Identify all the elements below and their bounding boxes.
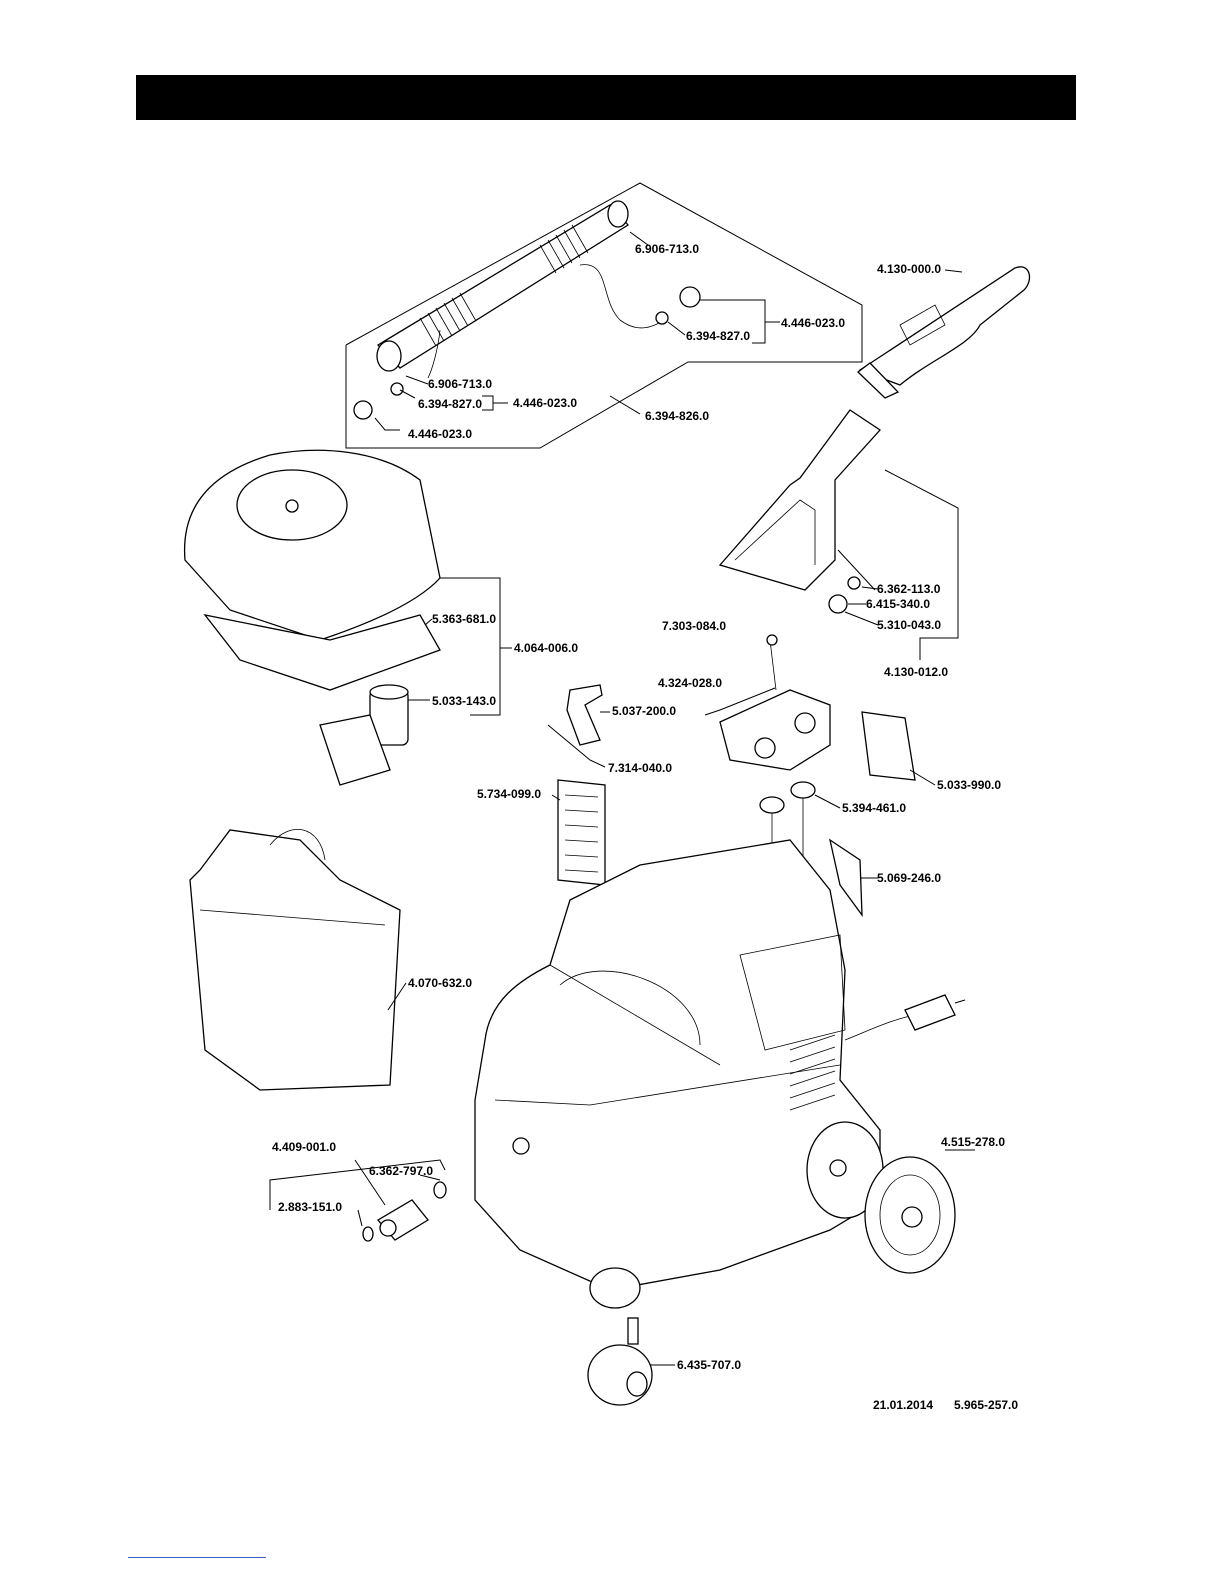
part-label-5-033-990-0: 5.033-990.0 <box>937 778 1001 792</box>
part-label-4-130-012-0: 4.130-012.0 <box>884 665 948 679</box>
hose-connector <box>269 1159 447 1242</box>
part-label-5-069-246-0: 5.069-246.0 <box>877 871 941 885</box>
wheels <box>587 1121 975 1406</box>
part-label-5-310-043-0: 5.310-043.0 <box>877 618 941 632</box>
part-label-5-037-200-0: 5.037-200.0 <box>612 704 676 718</box>
hose-assembly-group <box>345 182 863 449</box>
footer-date: 21.01.2014 <box>873 1398 933 1412</box>
footer-doc-number: 5.965-257.0 <box>954 1398 1018 1412</box>
part-label-6-435-707-0: 6.435-707.0 <box>677 1358 741 1372</box>
part-label-7-314-040-0: 7.314-040.0 <box>608 761 672 775</box>
machine-cover <box>183 449 512 786</box>
part-label-6-906-713-0-top: 6.906-713.0 <box>635 242 699 256</box>
part-label-6-394-827-0-lower: 6.394-827.0 <box>418 397 482 411</box>
spray-handle <box>856 266 1031 399</box>
footer-rule <box>128 1557 266 1558</box>
machine-body <box>474 839 966 1291</box>
part-label-6-415-340-0: 6.415-340.0 <box>866 597 930 611</box>
part-label-4-130-000-0: 4.130-000.0 <box>877 262 941 276</box>
part-label-6-362-797-0: 6.362-797.0 <box>369 1164 433 1178</box>
part-label-6-394-827-0-top: 6.394-827.0 <box>686 329 750 343</box>
part-label-4-515-278-0: 4.515-278.0 <box>941 1135 1005 1149</box>
part-labels: 6.906-713.0 4.130-000.0 4.446-023.0 6.39… <box>272 242 1005 1372</box>
part-label-4-064-006-0: 4.064-006.0 <box>514 641 578 655</box>
part-label-4-070-632-0: 4.070-632.0 <box>408 976 472 990</box>
small-parts-middle <box>547 634 916 985</box>
part-label-6-906-713-0-lower: 6.906-713.0 <box>428 377 492 391</box>
part-label-4-446-023-0-top: 4.446-023.0 <box>781 316 845 330</box>
header-bar <box>136 75 1076 120</box>
part-label-7-303-084-0: 7.303-084.0 <box>662 619 726 633</box>
part-label-5-394-461-0: 5.394-461.0 <box>842 801 906 815</box>
part-label-6-362-113-0: 6.362-113.0 <box>877 582 941 596</box>
part-label-2-883-151-0: 2.883-151.0 <box>278 1200 342 1214</box>
leader-lines <box>354 231 963 1227</box>
part-label-6-394-826-0: 6.394-826.0 <box>645 409 709 423</box>
part-label-5-363-681-0: 5.363-681.0 <box>432 612 496 626</box>
part-label-4-409-001-0: 4.409-001.0 <box>272 1140 336 1154</box>
part-label-4-446-023-0-middle: 4.446-023.0 <box>513 396 577 410</box>
part-label-4-446-023-0-lower: 4.446-023.0 <box>408 427 472 441</box>
part-label-5-734-099-0: 5.734-099.0 <box>477 787 541 801</box>
dirt-container <box>189 829 401 1091</box>
part-label-4-324-028-0: 4.324-028.0 <box>658 676 722 690</box>
upholstery-nozzle <box>718 409 959 660</box>
part-label-5-033-143-0: 5.033-143.0 <box>432 694 496 708</box>
